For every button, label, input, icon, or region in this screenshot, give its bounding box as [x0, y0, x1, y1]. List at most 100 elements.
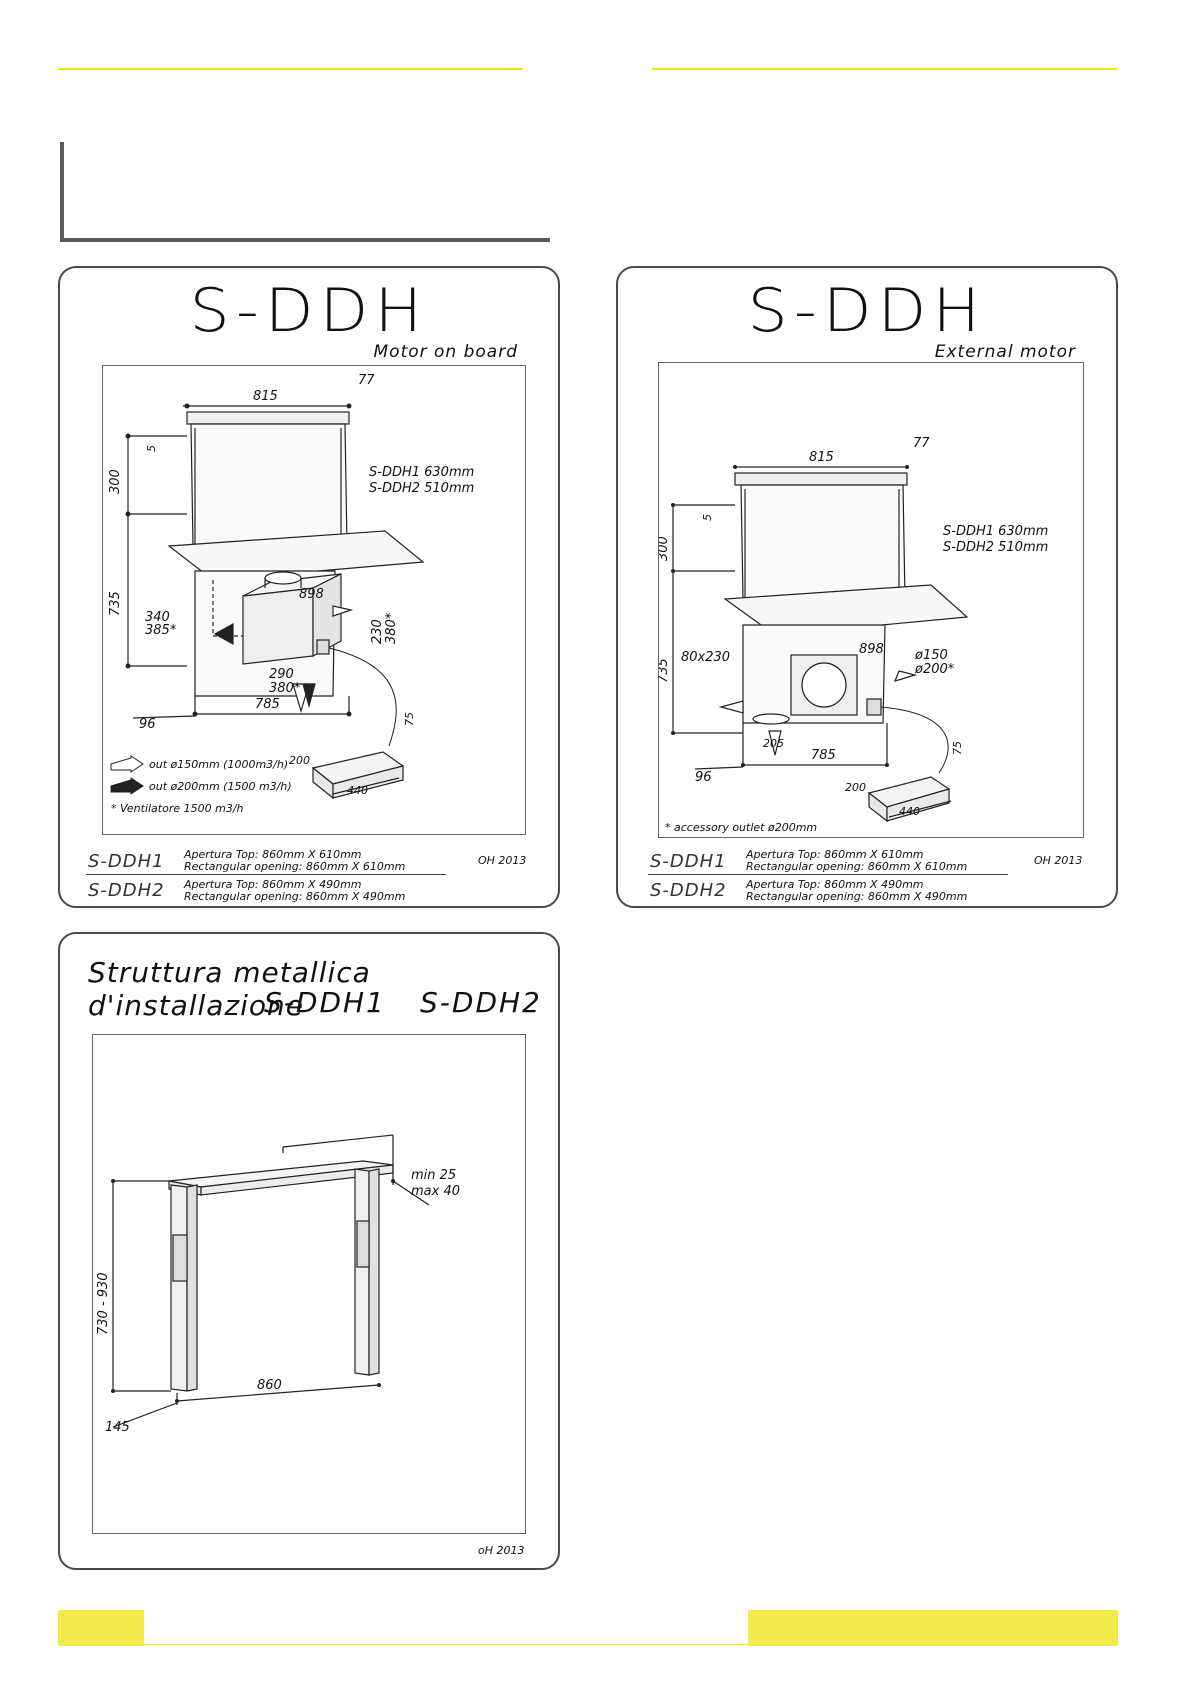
frame-leg-left — [170, 1184, 188, 1392]
dim-top-width: 815 — [809, 450, 834, 465]
dim-ddh2: S-DDH2 510mm — [369, 481, 474, 496]
panel-external-motor: S-DDH External motor — [616, 266, 1118, 908]
dim-motor-380: 380* — [384, 612, 399, 644]
spec-model-2: S-DDH2 — [650, 880, 727, 901]
structure-sub-1: S-DDH1 — [264, 986, 386, 1019]
dim-lip: 5 — [145, 445, 158, 452]
spec-ddh2-line2: Rectangular opening: 860mm X 490mm — [184, 890, 406, 903]
hood-drawing-external-motor: 815 77 5 300 S-DDH1 630mm S-DDH2 510mm 8… — [656, 436, 1048, 834]
drawing-frame: min 25 max 40 730 - 930 860 145 — [92, 1034, 526, 1534]
dim-motor-230: 230 — [370, 619, 385, 644]
stamp: oH 2013 — [478, 1544, 525, 1557]
dim-base-785: 785 — [811, 748, 836, 763]
header-line-right — [652, 68, 1117, 70]
header-line-left — [58, 68, 523, 70]
structure-sub-2: S-DDH2 — [420, 986, 542, 1019]
footer-block-right — [748, 1610, 1118, 1646]
hood-top-bar — [186, 411, 350, 425]
dim-lower-height: 735 — [659, 658, 671, 683]
dim-top-depth: 77 — [358, 373, 375, 388]
dim-upper-height: 300 — [108, 469, 123, 494]
spec-ddh1-line1: Apertura Top: 860mm X 610mm — [184, 848, 362, 861]
spec-ddh1-line1: Apertura Top: 860mm X 610mm — [746, 848, 924, 861]
dim-ddh2: S-DDH2 510mm — [943, 540, 1048, 555]
dim-d150: ø150 — [914, 648, 948, 663]
spec-divider — [648, 874, 1008, 875]
dim-width: 860 — [257, 1378, 282, 1393]
dim-box-440: 440 — [899, 805, 920, 818]
outlet-circle — [801, 662, 847, 708]
dim-box-200: 200 — [289, 754, 310, 767]
stamp: OH 2013 — [1034, 854, 1083, 867]
spec-model-2: S-DDH2 — [88, 880, 165, 901]
dim-lower-height: 735 — [108, 591, 123, 616]
dim-hob-width: 898 — [859, 642, 884, 657]
dim-box-75: 75 — [951, 741, 964, 755]
dim-lip: 5 — [701, 514, 714, 521]
section-heading-bracket — [60, 142, 550, 242]
panel-title: S-DDH — [747, 276, 987, 346]
hood-glass-panel — [190, 423, 348, 547]
dim-max: max 40 — [411, 1184, 460, 1199]
dim-base: 145 — [105, 1420, 130, 1435]
arrow-down-outline — [768, 730, 782, 756]
dim-d200: ø200* — [914, 662, 955, 677]
spec-divider — [86, 874, 446, 875]
footer-block-left — [58, 1610, 144, 1646]
dim-side-340: 340 — [145, 610, 170, 625]
legend-out-200: out ø200mm (1500 m3/h) — [149, 780, 292, 793]
dim-hob-width: 898 — [299, 587, 324, 602]
panel-subtitle: Motor on board — [373, 342, 518, 362]
panel-install-structure: Struttura metallica d'installazione S-DD… — [58, 932, 560, 1570]
spec-ddh2-line2: Rectangular opening: 860mm X 490mm — [746, 890, 968, 903]
spec-ddh2-line1: Apertura Top: 860mm X 490mm — [746, 878, 924, 891]
motor-outlet — [264, 571, 302, 585]
dim-side-385: 385* — [145, 623, 177, 638]
spec-model-1: S-DDH1 — [650, 851, 727, 872]
hood-glass-panel — [740, 484, 906, 600]
dim-ddh1: S-DDH1 630mm — [369, 465, 474, 480]
structure-drawing: min 25 max 40 730 - 930 860 145 — [96, 1134, 460, 1435]
arrow-right-outline — [893, 670, 918, 682]
arrow-left-outline — [718, 700, 744, 714]
dim-base-96: 96 — [139, 717, 156, 732]
panel-subtitle: External motor — [934, 342, 1076, 362]
dim-box-75: 75 — [403, 712, 416, 726]
legend-fan: * Ventilatore 1500 m3/h — [111, 802, 244, 815]
frame-leg-right — [354, 1168, 370, 1376]
stamp: OH 2013 — [478, 854, 527, 867]
spec-ddh1-line2: Rectangular opening: 860mm X 610mm — [746, 860, 968, 873]
legend-accessory: * accessory outlet ø200mm — [665, 821, 817, 834]
dim-small-205: 205 — [763, 737, 784, 750]
footer-line — [144, 1644, 748, 1645]
hood-drawing-motor-on-board: 815 77 5 300 S-DDH1 630mm S-DDH2 510mm 8… — [108, 373, 474, 815]
dim-side-opening: 80x230 — [681, 650, 730, 665]
dim-upper-height: 300 — [659, 536, 671, 561]
drawing-frame: 815 77 5 300 S-DDH1 630mm S-DDH2 510mm 8… — [102, 365, 526, 835]
spec-ddh1-line2: Rectangular opening: 860mm X 610mm — [184, 860, 406, 873]
dim-top-depth: 77 — [913, 436, 930, 451]
legend-out-150: out ø150mm (1000m3/h) — [149, 758, 288, 771]
panel-motor-on-board: S-DDH Motor on board — [58, 266, 560, 908]
hood-top-bar — [734, 472, 908, 486]
dim-box-200: 200 — [845, 781, 866, 794]
dim-min: min 25 — [411, 1168, 456, 1183]
dim-motor-380b: 380* — [269, 681, 301, 696]
dim-ddh1: S-DDH1 630mm — [943, 524, 1048, 539]
dim-motor-290: 290 — [269, 667, 294, 682]
arrow-down-filled — [302, 683, 316, 709]
spec-model-1: S-DDH1 — [88, 851, 165, 872]
dim-top-width: 815 — [253, 389, 278, 404]
hob-surface — [167, 530, 425, 581]
spec-ddh2-line1: Apertura Top: 860mm X 490mm — [184, 878, 362, 891]
structure-title: Struttura metallica d'installazione — [88, 956, 371, 1022]
arrow-out-left — [213, 622, 234, 646]
hob-surface — [723, 584, 969, 636]
junction-box — [866, 698, 882, 716]
dim-box-440: 440 — [347, 784, 368, 797]
arrow-out-right — [332, 605, 354, 617]
dim-base-785: 785 — [255, 697, 280, 712]
panel-title: S-DDH — [189, 276, 429, 346]
junction-box — [316, 639, 330, 655]
dim-height-range: 730 - 930 — [96, 1272, 111, 1335]
